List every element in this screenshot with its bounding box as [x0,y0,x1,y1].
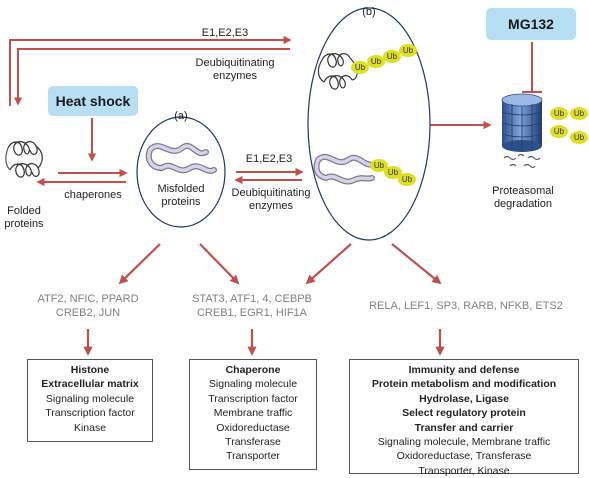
ubiquitin-bead: Ub [570,107,588,120]
category-bold-line: Select regulatory protein [402,407,526,420]
gene-group-1-line1: ATF2, NFIC, PPARD [37,293,139,305]
ubiquitin-bead: Ub [550,107,568,120]
ubiquitinated-folded-protein [317,53,358,90]
mg132-label: MG132 [486,8,576,40]
ubiquitinated-misfolded-protein [313,153,377,185]
top-deubiquitinating-label: Deubiquitinating [195,57,275,69]
misfolded-label: Misfolded [157,183,205,195]
label-b: (b) [362,6,376,18]
folded-label: Folded [7,205,41,217]
heat-shock-label: Heat shock [48,86,138,116]
ubiquitin-bead: Ub [370,159,388,172]
category-line: Transcription factor [208,392,298,405]
category-line: Transporter, Kinase [418,464,510,477]
chaperones-label: chaperones [64,189,122,201]
mid-deubiquitinating-label: Deubiquitinating [231,187,311,199]
misfolded-proteins-label: proteins [161,196,201,208]
category-bold-line: Protein metabolism and modification [371,378,557,391]
gene-group-1-line2: CREB2, JUN [55,307,121,319]
ubiquitin-bead: Ub [351,61,369,74]
ubiquitin-bead: Ub [399,44,417,57]
category-line: Oxidoreductase [216,421,290,434]
category-bold-line: Chaperone [225,364,281,376]
misfolded-protein-glyph [145,143,217,174]
category-line: Signaling molecule, Membrane traffic [377,436,551,449]
category-bold-line: Extracellular matrix [41,378,139,391]
category-bold-line: Transfer and carrier [414,421,514,434]
proteasomal-label: Proteasomal [492,185,554,197]
proteasome-glyph [501,93,543,169]
gene-group-3-line1: RELA, LEF1, SP3, RARB, NFKB, ETS2 [369,300,563,312]
folded-proteins-label: proteins [4,218,44,230]
ubiquitin-bead: Ub [367,55,385,68]
category-line: Transferase [225,436,281,449]
category-line: Signaling molecule [45,392,135,405]
ubiquitin-bead: Ub [398,173,416,186]
top-forward-arrow [9,35,292,106]
ubiquitinated-ellipse [307,7,431,241]
top-enzymes-word: enzymes [212,70,258,82]
top-enzymes-label: E1,E2,E3 [201,27,249,39]
mid-enzymes-word: enzymes [248,200,294,212]
category-line: Transcription factor [45,407,135,420]
gene-group-2-line2: CREB1, EGR1, HIF1A [196,307,308,319]
category-bold-line: Histone [70,364,110,376]
category-line: Membrane traffic [213,407,293,420]
category-line: Transporter [226,450,280,463]
gene-group-2-line1: STAT3, ATF1, 4, CEBPB [192,293,312,305]
mg132-inhibition [522,42,542,93]
ubiquitin-bead: Ub [384,166,402,179]
degradation-label: degradation [493,198,553,210]
ubiquitin-bead: Ub [383,50,401,63]
ubiquitin-bead: Ub [550,125,568,138]
label-a: (a) [174,110,188,122]
ubiquitin-bead: Ub [570,131,588,144]
category-line: Signaling molecule [208,378,298,391]
category-bold-line: Hydrolase, Ligase [419,392,509,405]
folded-protein-glyph [5,141,43,178]
mid-enzymes-label: E1,E2,E3 [245,153,293,165]
category-bold-line: Immunity and defense [408,364,520,376]
category-line: Oxidoreductase, Transferase [396,450,532,463]
top-return-arrow [13,48,290,106]
category-line: Kinase [73,421,107,434]
misfolded-ellipse [136,116,226,228]
